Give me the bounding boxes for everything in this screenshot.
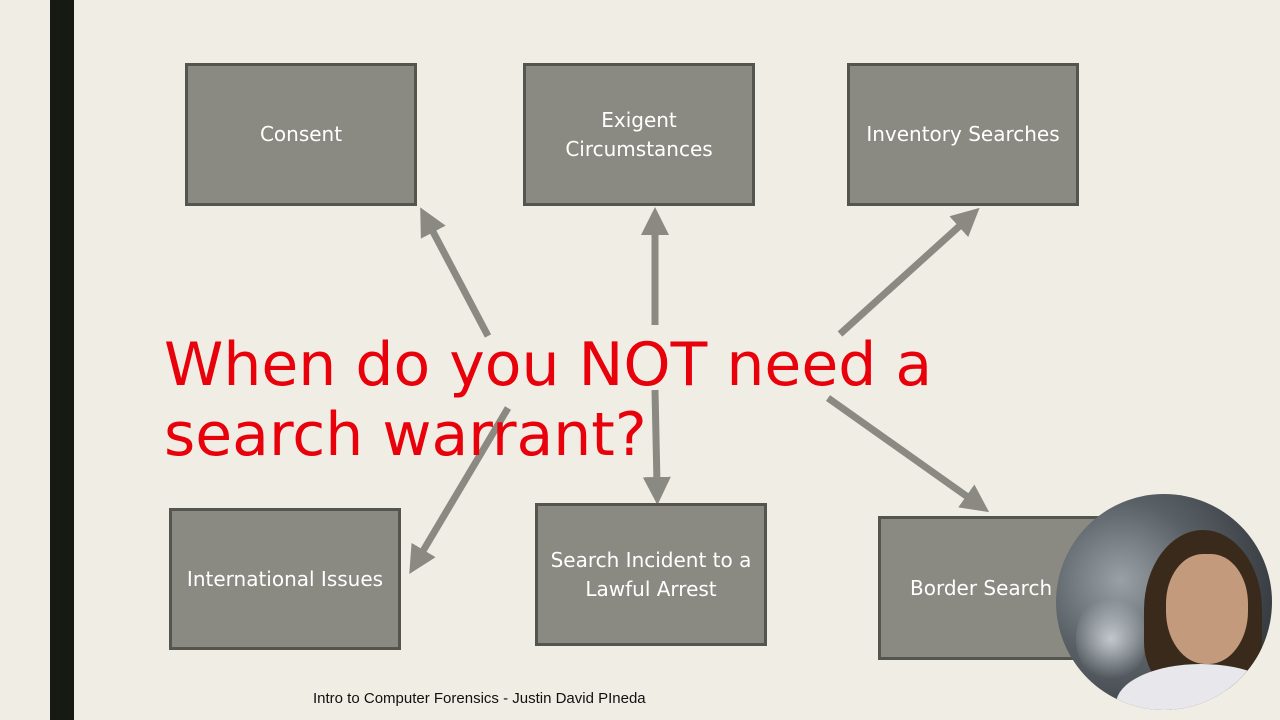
box-search-incident: Search Incident to a Lawful Arrest — [535, 503, 767, 646]
box-inventory-searches: Inventory Searches — [847, 63, 1079, 206]
arrow-to-international-issues — [409, 406, 512, 575]
arrow-to-border-search — [825, 395, 990, 513]
box-international-issues-label: International Issues — [186, 566, 384, 591]
box-exigent-line-2: Circumstances — [565, 136, 713, 161]
arrow-to-consent — [420, 207, 492, 338]
arrow-to-search-incident — [642, 389, 671, 505]
box-exigent-circumstances: Exigent Circumstances — [523, 63, 755, 206]
slide-accent-bar — [50, 0, 74, 720]
box-search-incident-line-1: Search Incident to a — [550, 547, 752, 572]
slide-footer: Intro to Computer Forensics - Justin Dav… — [313, 690, 646, 707]
box-border-search-label: Border Search — [910, 575, 1053, 600]
webcam-presenter-shirt — [1116, 664, 1272, 710]
box-search-incident-line-2: Lawful Arrest — [585, 576, 717, 601]
slide-title: When do you NOT need a search warrant? — [164, 330, 933, 470]
webcam-glare — [1076, 594, 1146, 684]
box-exigent-line-1: Exigent — [601, 107, 677, 132]
box-international-issues: International Issues — [169, 508, 401, 650]
arrow-to-inventory-searches — [837, 207, 980, 337]
webcam-presenter-face — [1166, 554, 1248, 664]
box-inventory-searches-label: Inventory Searches — [866, 122, 1060, 146]
box-consent: Consent — [185, 63, 417, 206]
webcam-overlay — [1056, 494, 1272, 710]
box-exigent-circumstances-label: Exigent Circumstances — [565, 106, 712, 164]
box-consent-label: Consent — [259, 122, 343, 146]
box-search-incident-label: Search Incident to a Lawful Arrest — [551, 546, 752, 604]
